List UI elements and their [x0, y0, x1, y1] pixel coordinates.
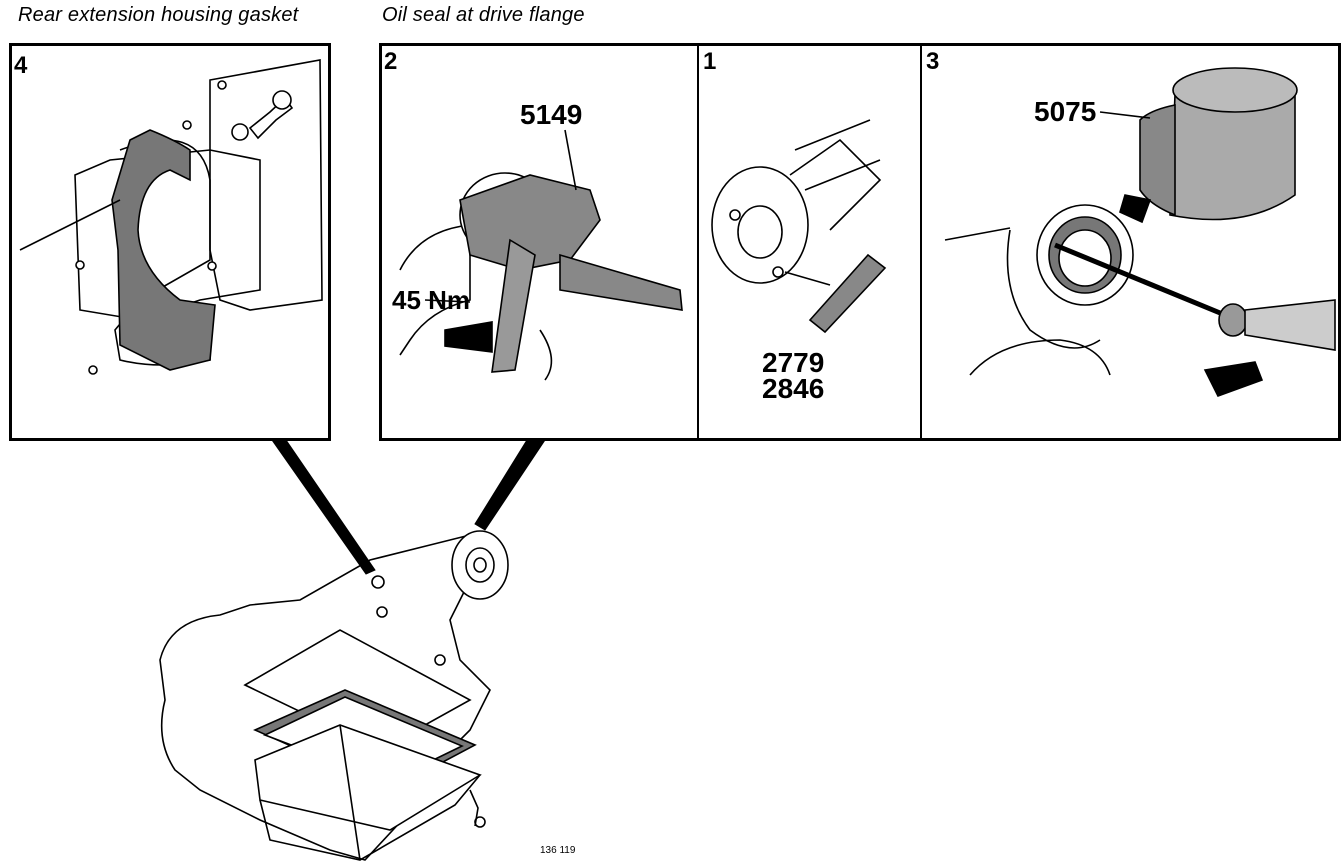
panel-1-number: 1: [703, 48, 717, 75]
tool-5149-label: 5149: [520, 99, 583, 130]
panel-3-drawing: [944, 67, 1336, 397]
tool-2846-label: 2846: [762, 373, 825, 404]
panel-4-drawing: [19, 59, 323, 375]
panel-2-number: 2: [384, 48, 398, 75]
panel-3-number: 3: [926, 48, 940, 75]
caption-oil-seal-drive-flange: Oil seal at drive flange: [382, 4, 585, 26]
leader-lines: [271, 439, 546, 575]
transmission-assembly: [159, 530, 509, 861]
figure-number: 136 119: [540, 845, 576, 856]
panel-4-frame: [9, 43, 331, 441]
panel-4-number: 4: [14, 52, 28, 79]
panel-1-drawing: [711, 119, 887, 334]
caption-rear-extension-housing-gasket: Rear extension housing gasket: [18, 4, 299, 26]
tool-5075-label: 5075: [1034, 96, 1097, 127]
panel-2-drawing: [399, 129, 683, 381]
tool-2779-label: 2779: [762, 347, 825, 378]
torque-45nm-label: 45 Nm: [392, 285, 471, 315]
